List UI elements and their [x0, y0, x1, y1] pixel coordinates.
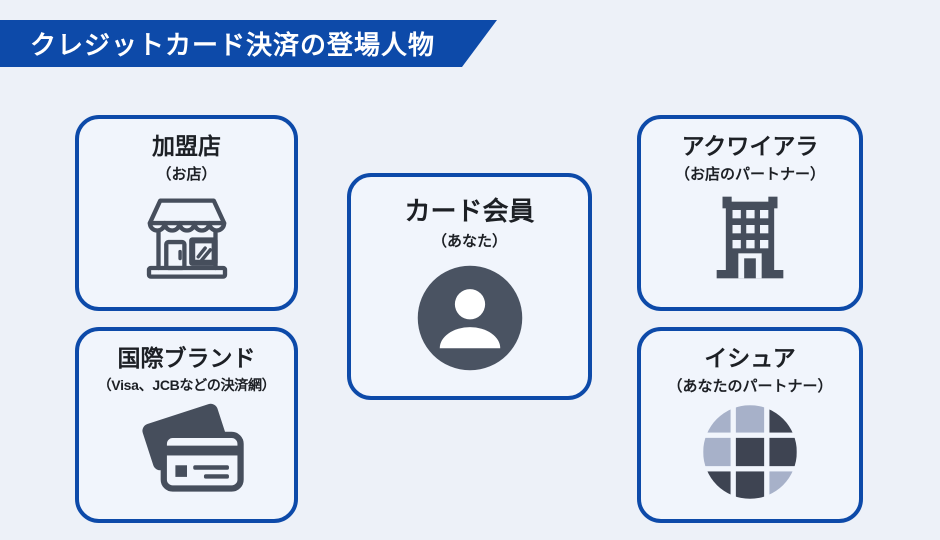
member-title: カード会員 [404, 196, 535, 226]
acquirer-title: アクワイアラ [681, 133, 819, 159]
acquirer-subtitle: （お店のパートナー） [674, 165, 825, 183]
intl-brand-icon-area [79, 395, 294, 519]
title-banner: クレジットカード決済の登場人物 [0, 20, 497, 67]
issuer-subtitle: （あなたのパートナー） [667, 377, 833, 395]
merchant-title: 加盟店 [152, 133, 221, 159]
member-icon-area [351, 251, 588, 397]
merchant-subtitle: （お店） [156, 165, 217, 183]
issuer-title: イシュア [704, 345, 796, 371]
merchant-icon-area [79, 184, 294, 307]
card-merchant: 加盟店 （お店） [75, 115, 298, 311]
card-acquirer: アクワイアラ （お店のパートナー） [637, 115, 863, 311]
card-issuer: イシュア （あなたのパートナー） [637, 327, 863, 523]
member-subtitle: （あなた） [431, 232, 507, 250]
storefront-icon [135, 192, 239, 292]
page-title: クレジットカード決済の登場人物 [30, 30, 436, 60]
card-intl-brand: 国際ブランド （Visa、JCBなどの決済網） [75, 327, 298, 523]
intl-brand-title: 国際ブランド [117, 345, 256, 371]
card-member: カード会員 （あなた） [347, 173, 592, 400]
globe-icon [697, 399, 803, 510]
person-icon [415, 263, 525, 378]
issuer-icon-area [641, 396, 859, 519]
intl-brand-subtitle: （Visa、JCBなどの決済網） [97, 376, 276, 393]
office-building-icon [700, 190, 800, 295]
acquirer-icon-area [641, 184, 859, 307]
credit-cards-icon [128, 401, 246, 506]
